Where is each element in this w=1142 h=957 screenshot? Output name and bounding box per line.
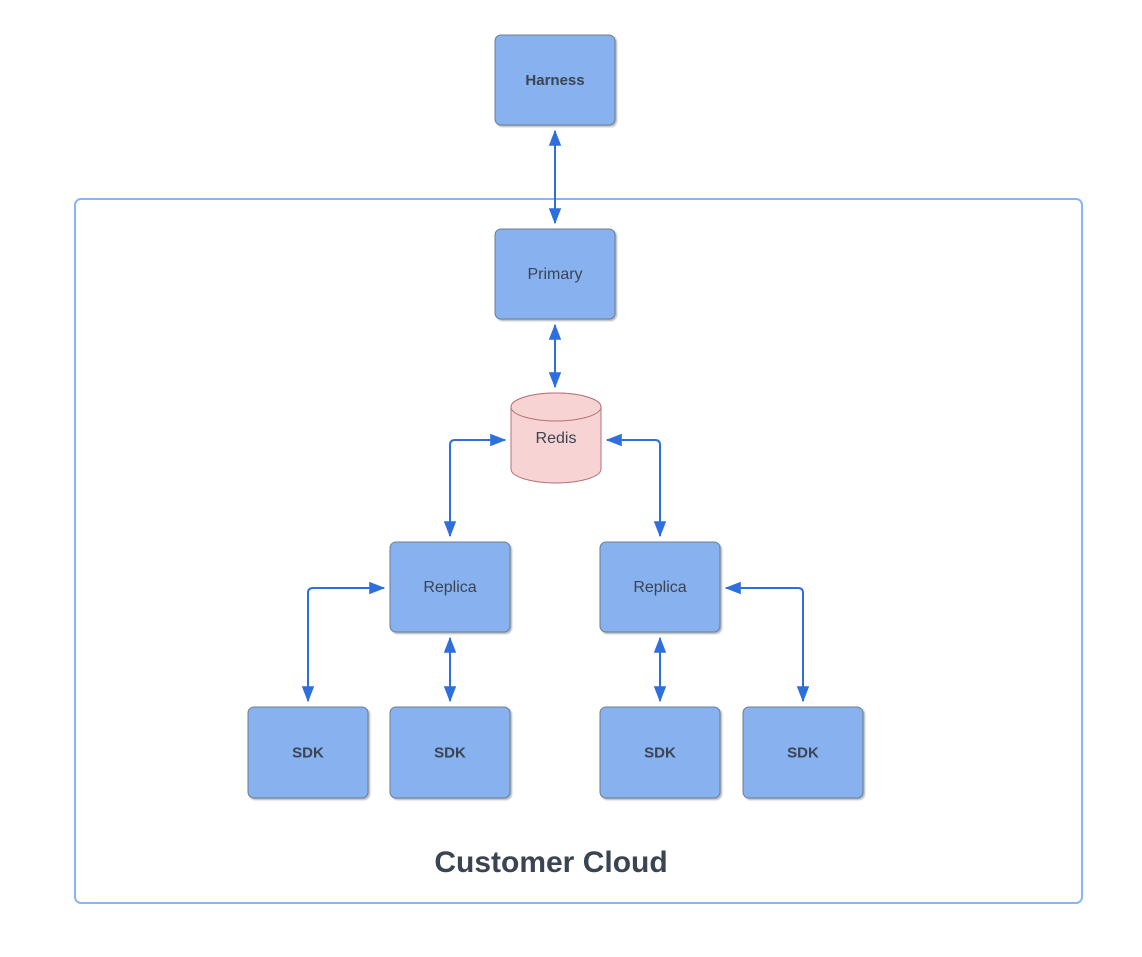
node-label-sdk-4: SDK [787, 744, 819, 761]
connector-layer [301, 129, 810, 703]
customer-cloud-boundary [74, 198, 1083, 904]
customer-cloud-title: Customer Cloud [434, 846, 667, 879]
node-sdk-4[interactable]: SDK [742, 706, 864, 799]
node-label-sdk-3: SDK [644, 744, 676, 761]
node-label-replica-left: Replica [423, 579, 476, 596]
node-label-harness: Harness [525, 72, 584, 89]
box-sdk-2 [389, 706, 511, 799]
connector-replica-left-sdk-1 [301, 581, 386, 703]
node-sdk-2[interactable]: SDK [389, 706, 511, 799]
node-replica-left[interactable]: Replica [389, 541, 511, 633]
node-sdk-1[interactable]: SDK [247, 706, 369, 799]
node-label-sdk-1: SDK [292, 744, 324, 761]
node-label-sdk-2: SDK [434, 744, 466, 761]
node-label-primary: Primary [527, 266, 582, 283]
node-sdk-3[interactable]: SDK [599, 706, 721, 799]
node-label-redis: Redis [536, 430, 577, 447]
cylinder-top-redis [510, 392, 602, 422]
box-replica-left [389, 541, 511, 633]
group-title-layer: Customer Cloud [434, 846, 667, 879]
box-sdk-3 [599, 706, 721, 799]
node-replica-right[interactable]: Replica [599, 541, 721, 633]
node-primary[interactable]: Primary [494, 228, 616, 320]
box-harness [494, 34, 616, 126]
node-harness[interactable]: Harness [494, 34, 616, 126]
box-sdk-4 [742, 706, 864, 799]
connector-replica-right-sdk-4 [724, 581, 810, 703]
node-redis[interactable]: Redis [510, 392, 602, 484]
box-sdk-1 [247, 706, 369, 799]
box-primary [494, 228, 616, 320]
connector-redis-replica-right [605, 433, 667, 538]
box-replica-right [599, 541, 721, 633]
customer-cloud-group [74, 198, 1083, 904]
connector-redis-replica-left [443, 433, 507, 538]
node-label-replica-right: Replica [633, 579, 686, 596]
